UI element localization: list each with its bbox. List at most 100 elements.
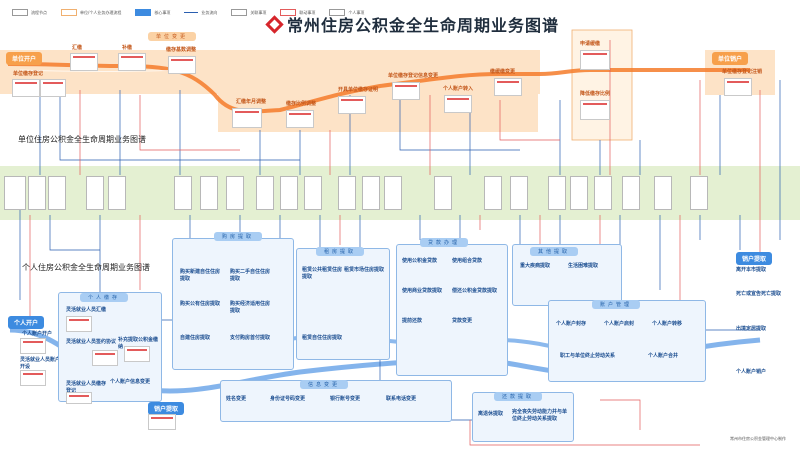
item-info-id[interactable]: 身份证号码变更: [270, 396, 306, 402]
item-retire[interactable]: 离退休提取: [478, 411, 504, 417]
flow-node: [654, 176, 672, 210]
item-certificate[interactable]: 开具单位缴存证明: [338, 87, 379, 93]
group-person-open: 个人开户: [8, 316, 45, 329]
item-final[interactable]: 个人账户销户: [736, 369, 767, 375]
flow-node: [304, 176, 322, 210]
item-merge[interactable]: 个人账户合并: [648, 353, 679, 359]
form-thumbnail: [20, 338, 46, 354]
item-ratio-year[interactable]: 汇缴年月调整: [236, 99, 267, 105]
item-flex-reg[interactable]: 灵活就业人员缴存登记: [66, 381, 107, 394]
item-abroad[interactable]: 出境定居提取: [736, 326, 767, 332]
flow-node: [338, 176, 356, 210]
item-info-change[interactable]: 单位缴存登记信息变更: [388, 73, 439, 79]
item-stop-work[interactable]: 职工与单位终止劳动关系: [560, 353, 616, 359]
item-flex-sign[interactable]: 灵活就业人员签约协议: [66, 339, 117, 345]
item-flex-deposit[interactable]: 灵活就业人员汇缴: [66, 307, 107, 313]
stage-unit-change: 单位变更: [148, 32, 197, 41]
item-build-house[interactable]: 自建住房提取: [180, 335, 211, 341]
group-rent-panel: [296, 248, 390, 360]
flow-node: [362, 176, 380, 210]
item-difficulty[interactable]: 生活困难提取: [568, 263, 599, 269]
item-ratio-adjust[interactable]: 缴存比例调整: [286, 101, 317, 107]
flow-node: [690, 176, 708, 210]
form-thumbnail: [66, 392, 92, 404]
item-transfer[interactable]: 个人账户转移: [652, 321, 683, 327]
item-death[interactable]: 死亡或宣告死亡提取: [736, 291, 782, 297]
item-unseal[interactable]: 个人账户启封: [604, 321, 635, 327]
item-tax-change[interactable]: 缴缓缴变更: [490, 69, 516, 75]
form-thumbnail: [338, 96, 366, 114]
legend-item: 个人事项: [329, 9, 364, 16]
item-loan-combo[interactable]: 使用组合贷款: [452, 258, 483, 264]
item-info-bank[interactable]: 银行账号变更: [330, 396, 361, 402]
item-seal[interactable]: 个人账户封存: [556, 321, 587, 327]
item-buy-new[interactable]: 购买新建自住住房提取: [180, 269, 221, 282]
item-person-transfer[interactable]: 个人账户信息变更: [110, 379, 151, 385]
flow-node: [256, 176, 274, 210]
item-supplement-pay[interactable]: 补充提取公积金缴纳: [118, 337, 159, 350]
item-cancel-register[interactable]: 单位缴存登记注销: [722, 69, 763, 75]
stage-unit-close: 单位销户: [712, 52, 749, 65]
item-pay-down[interactable]: 支付购房首付提取: [230, 335, 271, 341]
item-supplement[interactable]: 汇缴: [72, 45, 83, 51]
legend-label: 个人事项: [348, 9, 365, 15]
item-lower-ratio[interactable]: 降低缴存比例: [580, 91, 611, 97]
legend-label: 关联事项: [250, 9, 267, 15]
item-makeup[interactable]: 补缴: [122, 45, 133, 51]
item-buy-second[interactable]: 购买二手自住住房提取: [230, 269, 271, 282]
item-loan-early[interactable]: 提前还款: [402, 318, 423, 324]
item-loan-change[interactable]: 贷款变更: [452, 318, 473, 324]
group-account-panel: [548, 300, 706, 382]
group-final: 销户提取: [736, 252, 773, 265]
form-thumbnail: [124, 346, 150, 362]
legend-item: 业务流向: [184, 9, 217, 16]
unit-flow-highlight: [19, 69, 181, 72]
form-thumbnail: [12, 79, 40, 97]
legend-swatch: [12, 9, 28, 16]
legend-swatch: [184, 12, 199, 13]
item-lost-ability[interactable]: 完全丧失劳动能力并与单位终止劳动关系提取: [512, 409, 568, 422]
item-open-register[interactable]: 单位缴存登记: [13, 71, 44, 77]
flow-node: [434, 176, 452, 210]
person-section-label: 个人住房公积金全生命周期业务图谱: [22, 263, 150, 272]
legend-item: 关联事项: [231, 9, 266, 16]
flow-node: [48, 176, 66, 210]
defer-panel: [571, 29, 633, 141]
item-person-open[interactable]: 个人账户开户: [22, 331, 53, 337]
group-account-manage: 账户管理: [592, 300, 641, 309]
group-other: 其他提取: [530, 247, 579, 256]
item-flex-open[interactable]: 灵活就业人员账户开设: [20, 357, 61, 370]
item-loan-repay[interactable]: 偿还公积金贷款提取: [452, 288, 498, 294]
group-deposit: 个人缴存: [80, 293, 129, 302]
legend-swatch: [231, 9, 248, 16]
flow-node: [484, 176, 502, 210]
item-leave-city[interactable]: 离开本市提取: [736, 267, 767, 273]
group-purchase-panel: [172, 238, 294, 370]
stage-unit-open: 单位开户: [6, 52, 43, 65]
item-loan-apply[interactable]: 使用公积金贷款: [402, 258, 438, 264]
item-info-name[interactable]: 姓名变更: [226, 396, 247, 402]
item-rent-market[interactable]: 租赁市场住房提取: [344, 267, 385, 273]
title-text: 常州住房公积金全生命周期业务图谱: [287, 16, 560, 35]
form-thumbnail: [92, 350, 118, 366]
form-thumbnail: [724, 78, 752, 96]
form-thumbnail: [70, 53, 98, 71]
item-buy-public[interactable]: 购买公有住房提取: [180, 301, 221, 307]
group-change: 信息变更: [300, 380, 349, 389]
form-thumbnail: [20, 370, 46, 386]
form-thumbnail: [286, 110, 314, 128]
item-loan-commercial[interactable]: 使用商业贷款提取: [402, 288, 443, 294]
item-disease[interactable]: 重大疾病提取: [520, 263, 551, 269]
legend-label: 业务流向: [201, 9, 218, 15]
form-thumbnail: [118, 53, 146, 71]
item-buy-afford[interactable]: 购买经济适用住房提取: [230, 301, 271, 314]
item-rent-other[interactable]: 租赁自住住房提取: [302, 335, 343, 341]
item-apply-defer[interactable]: 申请缓缴: [580, 41, 601, 47]
item-rent-public[interactable]: 租赁公共租赁住房提取: [302, 267, 343, 280]
item-base-adjust[interactable]: 缴存基数调整: [166, 47, 197, 53]
flow-node: [4, 176, 26, 210]
item-info-phone[interactable]: 联系电话变更: [386, 396, 417, 402]
legend-item: 核心事项: [135, 9, 170, 16]
flow-node: [622, 176, 640, 210]
item-transfer-in[interactable]: 个人账户转入: [443, 86, 474, 92]
